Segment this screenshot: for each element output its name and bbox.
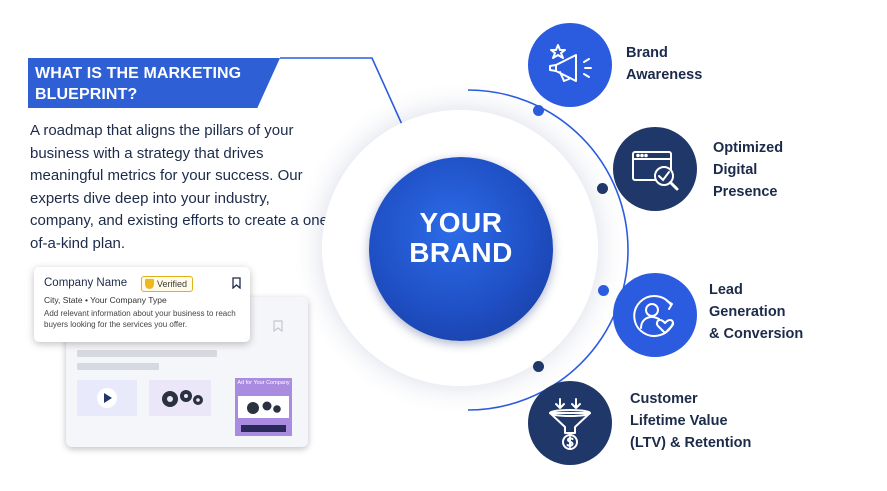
company-profile-card: Company Name Verified City, State • Your… xyxy=(34,267,250,342)
placeholder-bar xyxy=(77,363,159,370)
pillar-customer-ltv xyxy=(528,381,612,465)
arc-node xyxy=(597,183,608,194)
brand-circle xyxy=(369,157,553,341)
bookmark-icon[interactable] xyxy=(232,277,241,289)
pillar-line: Digital xyxy=(713,162,758,178)
pillar-line: (LTV) & Retention xyxy=(630,435,752,451)
company-meta: City, State • Your Company Type xyxy=(44,295,167,305)
placeholder-bar xyxy=(77,350,217,357)
person-heart-icon xyxy=(633,295,675,337)
pillar-line: & Conversion xyxy=(709,326,804,342)
pillar-line: Awareness xyxy=(626,67,703,83)
pillar-label-customer-ltv: Customer Lifetime Value (LTV) & Retentio… xyxy=(630,388,751,454)
browser-search-icon xyxy=(632,151,679,191)
pillar-brand-awareness xyxy=(528,23,612,107)
company-description: Add relevant information about your busi… xyxy=(44,309,236,329)
verified-label: Verified xyxy=(157,279,188,289)
pillar-line: Brand xyxy=(626,45,668,61)
play-icon xyxy=(104,393,112,403)
company-name: Company Name xyxy=(44,277,128,289)
section-heading: WHAT IS THE MARKETING BLUEPRINT? xyxy=(35,65,242,103)
pillar-line: Lifetime Value xyxy=(630,413,728,429)
shield-icon xyxy=(145,279,154,289)
arc-node xyxy=(533,105,544,116)
pillar-label-lead-generation: Lead Generation & Conversion xyxy=(709,279,803,345)
brand-line-2: BRAND xyxy=(409,237,513,268)
verified-badge: Verified xyxy=(141,276,194,292)
pillar-line: Presence xyxy=(713,184,778,200)
pillar-label-brand-awareness: Brand Awareness xyxy=(626,42,702,86)
pillar-lead-generation xyxy=(613,273,697,357)
ad-button[interactable] xyxy=(241,425,286,432)
gears-icon xyxy=(162,390,203,407)
funnel-dollar-icon xyxy=(549,398,591,450)
megaphone-icon xyxy=(549,44,592,82)
arc-node xyxy=(598,285,609,296)
pillar-digital-presence xyxy=(613,127,697,211)
heading-banner xyxy=(28,58,280,108)
intro-paragraph: A roadmap that aligns the pillars of you… xyxy=(30,122,333,252)
pillar-label-digital-presence: Optimized Digital Presence xyxy=(713,137,783,203)
mock-bookmark-icon xyxy=(273,320,283,332)
brand-line-1: YOUR xyxy=(419,207,503,238)
pillar-line: Lead xyxy=(709,282,743,298)
ad-label: Ad for Your Company xyxy=(237,380,290,386)
arc-node xyxy=(533,361,544,372)
pillar-line: Customer xyxy=(630,391,698,407)
pillar-line: Generation xyxy=(709,304,786,320)
ad-gears-icon xyxy=(247,401,281,414)
brand-text: YOUR BRAND xyxy=(369,208,553,268)
pillar-line: Optimized xyxy=(713,140,784,156)
